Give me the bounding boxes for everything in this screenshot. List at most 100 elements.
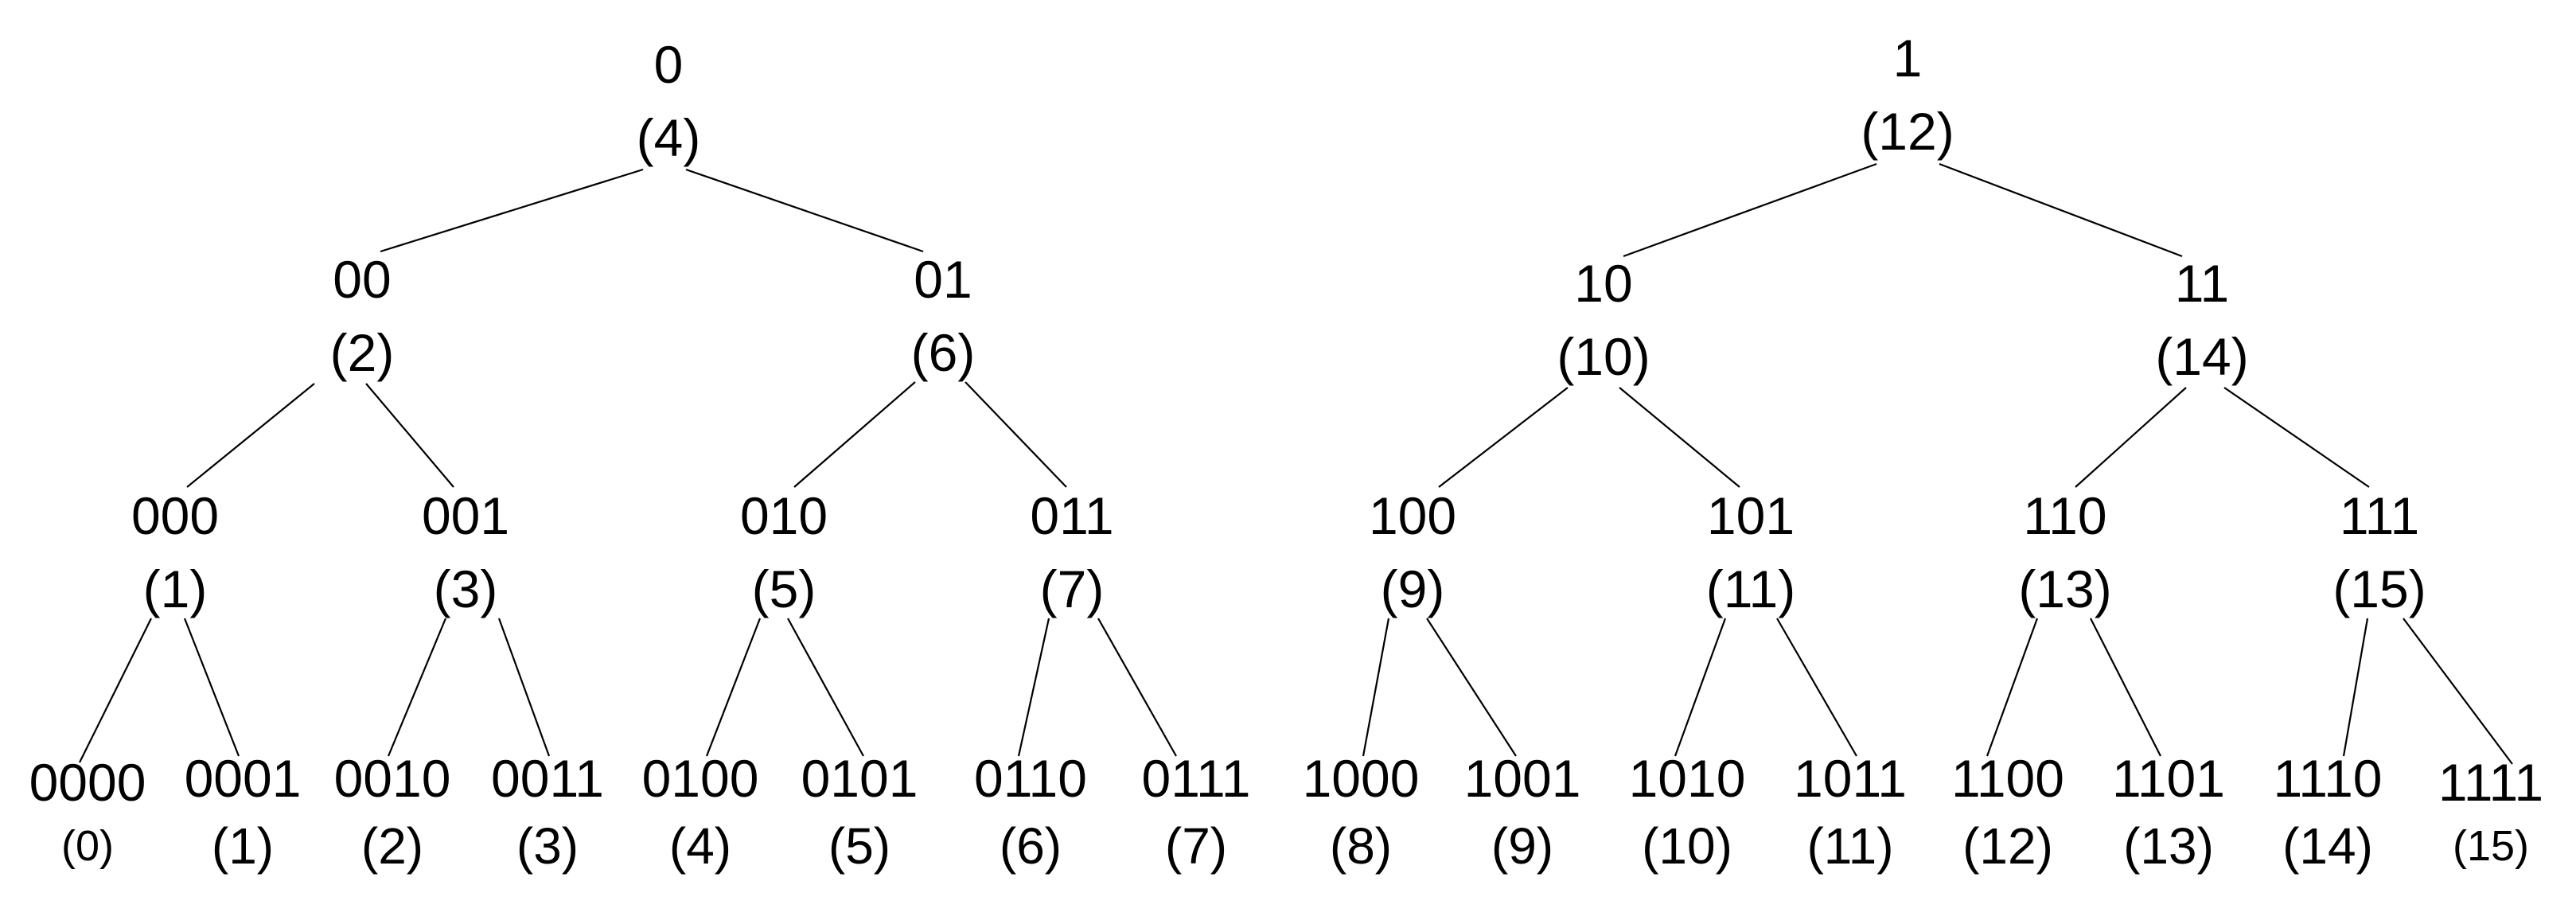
tree-node-0: 0(4) [637, 38, 701, 164]
node-decimal-label: (6) [999, 817, 1062, 875]
node-decimal-label: (9) [1380, 559, 1445, 618]
tree-node-011: 011(7) [1030, 489, 1113, 615]
node-binary-label: 10 [1574, 254, 1633, 313]
tree-node-0110: 0110(6) [974, 752, 1087, 871]
node-decimal-label: (11) [1705, 559, 1796, 618]
tree-edge [1619, 387, 1740, 488]
node-decimal-label: (5) [828, 817, 891, 875]
node-decimal-label: (10) [1557, 327, 1650, 386]
node-binary-label: 1 [1892, 29, 1923, 88]
node-binary-label: 1010 [1628, 749, 1746, 808]
tree-node-0111: 0111(7) [1141, 752, 1250, 871]
node-decimal-label: (2) [329, 323, 395, 382]
node-decimal-label: (1) [211, 817, 275, 875]
tree-edge [387, 618, 447, 757]
node-binary-label: 0010 [333, 749, 451, 808]
node-binary-label: 00 [333, 250, 392, 309]
node-decimal-label: (4) [668, 817, 732, 875]
node-binary-label: 11 [2174, 254, 2230, 313]
tree-edge [685, 168, 924, 253]
tree-node-0000: 0000(0) [29, 756, 146, 867]
tree-edge [1939, 162, 2183, 258]
node-binary-label: 1111 [2438, 753, 2544, 812]
node-binary-label: 0001 [184, 749, 302, 808]
node-binary-label: 1100 [1951, 749, 2064, 808]
tree-node-0100: 0100(4) [642, 752, 759, 871]
tree-node-00: 00(2) [330, 253, 395, 379]
tree-edge [2403, 618, 2513, 765]
tree-node-1101: 1101(13) [2112, 752, 2225, 871]
node-decimal-label: (5) [751, 559, 816, 618]
node-binary-label: 0110 [974, 749, 1087, 808]
tree-node-010: 010(5) [740, 489, 828, 615]
node-decimal-label: (6) [910, 323, 976, 382]
tree-node-101: 101 (11) [1706, 489, 1795, 615]
node-binary-label: 010 [739, 486, 828, 545]
node-binary-label: 1011 [1794, 749, 1907, 808]
node-decimal-label: (3) [433, 559, 498, 618]
node-binary-label: 011 [1030, 486, 1114, 545]
tree-node-001: 001(3) [422, 489, 509, 615]
node-binary-label: 110 [2023, 486, 2107, 545]
node-decimal-label: (7) [1164, 817, 1228, 875]
tree-edge [183, 618, 240, 757]
tree-node-01: 01(6) [911, 253, 976, 379]
tree-edge [1017, 618, 1050, 757]
tree-edge [1986, 618, 2039, 757]
tree-node-110: 110 (13) [2018, 489, 2111, 615]
node-binary-label: 000 [131, 486, 220, 545]
tree-edge [365, 383, 454, 488]
tree-edge [787, 618, 864, 757]
tree-edge [1362, 618, 1390, 757]
node-binary-label: 1110 [2273, 749, 2383, 808]
node-binary-label: 001 [421, 486, 510, 545]
tree-node-1110: 1110(14) [2273, 752, 2382, 871]
node-decimal-label: (7) [1039, 559, 1105, 618]
tree-edge [497, 618, 551, 757]
node-decimal-label: (8) [1329, 817, 1393, 875]
node-decimal-label: (10) [1642, 817, 1732, 875]
tree-edge [186, 383, 315, 488]
tree-edge [2223, 387, 2370, 488]
tree-edge [1623, 162, 1877, 258]
node-decimal-label: (4) [636, 108, 701, 167]
tree-node-1000: 1000(8) [1303, 752, 1420, 871]
tree-node-1111: 1111 (15) [2438, 756, 2543, 867]
node-binary-label: 0011 [491, 749, 604, 808]
tree-node-1100: 1100(12) [1951, 752, 2064, 871]
node-decimal-label: (15) [2332, 559, 2426, 618]
tree-node-0001: 0001(1) [185, 752, 302, 871]
tree-node-1: 1 (12) [1861, 32, 1954, 158]
node-decimal-label: (0) [60, 822, 114, 870]
node-binary-label: 1101 [2112, 749, 2225, 808]
tree-node-1010: 1010(10) [1629, 752, 1746, 871]
tree-edge [705, 618, 762, 757]
tree-edge [79, 618, 152, 763]
node-decimal-label: (11) [1806, 817, 1894, 875]
node-decimal-label: (2) [360, 817, 424, 875]
node-binary-label: 101 [1706, 486, 1795, 545]
tree-edge [965, 381, 1067, 488]
tree-edge [2090, 618, 2161, 757]
node-binary-label: 01 [914, 250, 972, 309]
node-decimal-label: (13) [2018, 559, 2112, 618]
node-decimal-label: (12) [1861, 102, 1954, 161]
tree-edge [1438, 387, 1569, 488]
tree-node-000: 000(1) [131, 489, 219, 615]
tree-node-100: 100(9) [1369, 489, 1456, 615]
tree-node-0011: 0011(3) [491, 752, 604, 871]
tree-edge [2075, 387, 2187, 488]
node-decimal-label: (15) [2452, 822, 2530, 870]
tree-node-1011: 1011(11) [1794, 752, 1907, 871]
tree-edge [380, 168, 644, 253]
node-binary-label: 1000 [1302, 749, 1420, 808]
tree-node-111: 111(15) [2332, 489, 2426, 615]
tree-edge [2342, 618, 2369, 757]
tree-edge [1776, 618, 1857, 757]
tree-edge [1674, 618, 1727, 757]
node-binary-label: 100 [1368, 486, 1457, 545]
node-binary-label: 0 [653, 35, 684, 94]
tree-edge [1097, 618, 1177, 757]
